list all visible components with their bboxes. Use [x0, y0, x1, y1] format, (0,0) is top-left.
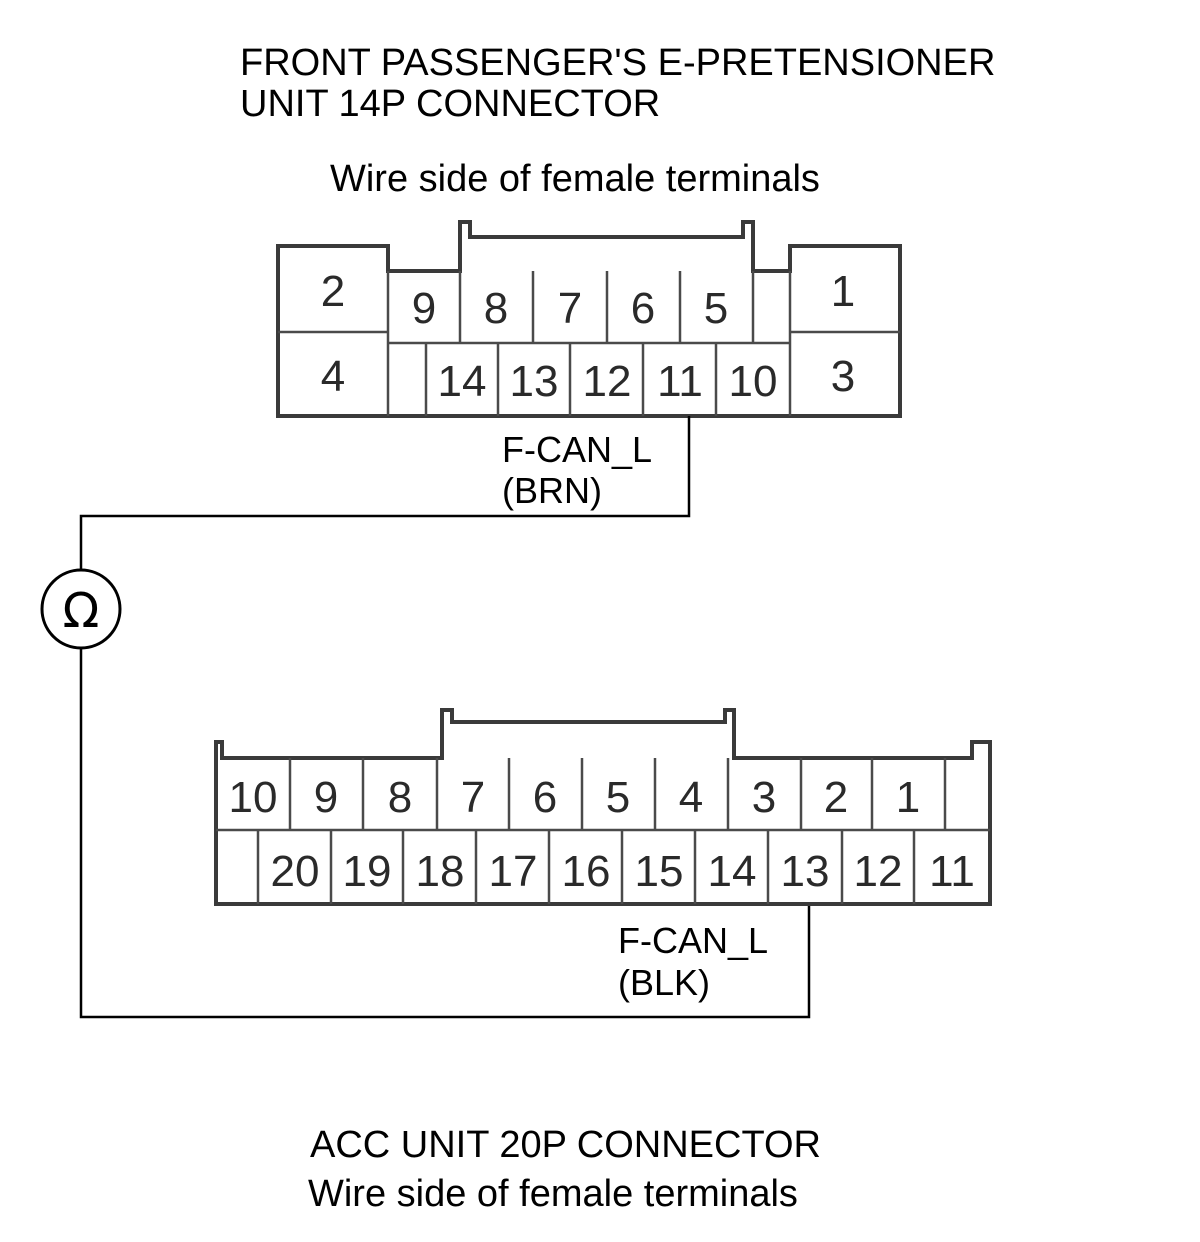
connector-b-housing	[214, 708, 992, 906]
connector-a-14p: 1 2 3 4 5 6 7 8 9 10 11 12 13 14	[276, 220, 902, 418]
b-pin-8: 8	[388, 773, 412, 822]
b-pin-12: 12	[854, 847, 903, 896]
ohmmeter-icon: Ω	[40, 568, 122, 650]
connector-a-title-line2: UNIT 14P CONNECTOR	[240, 83, 660, 125]
b-pin-2: 2	[824, 773, 848, 822]
test-lead-a	[79, 416, 691, 570]
connector-a-view-label: Wire side of female terminals	[330, 158, 820, 200]
test-lead-b	[79, 648, 811, 1019]
a-pin-13: 13	[510, 357, 559, 406]
b-pin-6: 6	[533, 773, 557, 822]
b-pin-5: 5	[606, 773, 630, 822]
b-pin-18: 18	[416, 847, 465, 896]
connector-b-wire-signal: F-CAN_L	[618, 920, 768, 961]
connector-a-wire-color: (BRN)	[502, 470, 602, 511]
connector-b-title: ACC UNIT 20P CONNECTOR	[310, 1124, 821, 1166]
connector-b-wire-color: (BLK)	[618, 962, 710, 1003]
b-pin-17: 17	[489, 847, 538, 896]
a-pin-2: 2	[321, 267, 345, 316]
connector-a-wire-signal: F-CAN_L	[502, 429, 652, 470]
b-pin-10: 10	[229, 773, 278, 822]
a-pin-7: 7	[558, 284, 582, 333]
a-pin-5: 5	[704, 284, 728, 333]
b-pin-1: 1	[896, 773, 920, 822]
a-pin-1: 1	[831, 267, 855, 316]
a-pin-8: 8	[484, 284, 508, 333]
a-pin-4: 4	[321, 352, 345, 401]
b-pin-4: 4	[679, 773, 703, 822]
a-pin-10: 10	[729, 357, 778, 406]
b-pin-7: 7	[461, 773, 485, 822]
b-pin-15: 15	[635, 847, 684, 896]
a-pin-14: 14	[438, 357, 487, 406]
ohmmeter-symbol: Ω	[63, 583, 100, 639]
a-pin-11: 11	[657, 357, 703, 406]
b-pin-14: 14	[708, 847, 757, 896]
b-pin-9: 9	[314, 773, 338, 822]
connector-a-housing	[276, 220, 902, 418]
a-pin-12: 12	[583, 357, 632, 406]
b-pin-19: 19	[343, 847, 392, 896]
connector-a-title-line1: FRONT PASSENGER'S E-PRETENSIONER	[240, 42, 995, 84]
connector-b-view-label: Wire side of female terminals	[308, 1173, 798, 1215]
b-pin-3: 3	[752, 773, 776, 822]
b-pin-11: 11	[929, 847, 975, 896]
b-pin-13: 13	[781, 847, 830, 896]
b-pin-16: 16	[562, 847, 611, 896]
connector-b-20p: 1 2 3 4 5 6 7 8 9 10 11 12 13 14 15 16 1…	[214, 708, 992, 906]
a-pin-9: 9	[412, 284, 436, 333]
b-pin-20: 20	[271, 847, 320, 896]
a-pin-3: 3	[831, 352, 855, 401]
a-pin-6: 6	[631, 284, 655, 333]
